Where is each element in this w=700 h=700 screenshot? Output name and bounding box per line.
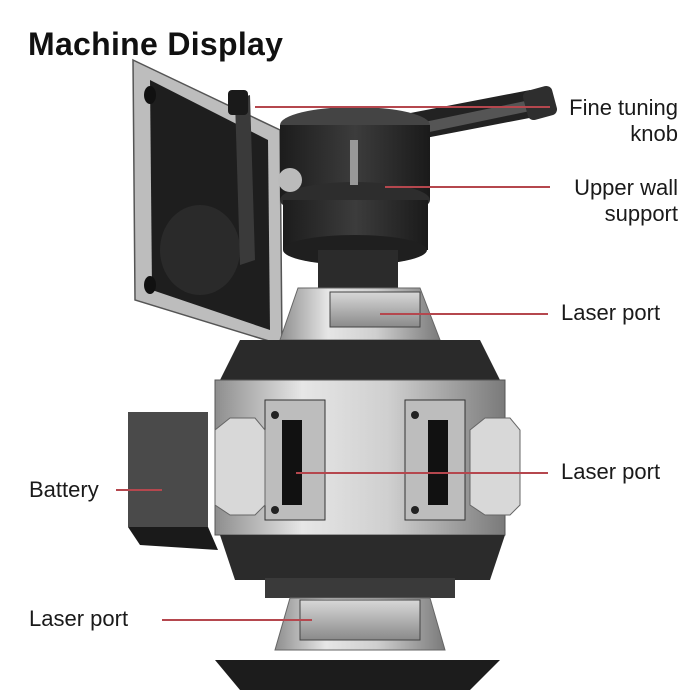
label-laser-port-middle: Laser port: [561, 459, 661, 484]
leader-line-upper-wall-support: [385, 186, 550, 188]
wall-plate: [132, 58, 283, 347]
label-fine-tuning-knob: Fine tuning knob: [569, 95, 678, 146]
battery-pack: [128, 412, 218, 550]
label-laser-port-top: Laser port: [561, 300, 661, 325]
leader-line-laser-port-middle: [296, 472, 548, 474]
neck: [318, 250, 398, 290]
leader-line-fine-tuning-knob: [255, 106, 550, 108]
label-battery: Battery: [29, 477, 99, 502]
lower-body: [215, 535, 505, 690]
page-title: Machine Display: [28, 26, 284, 62]
leader-line-battery: [116, 489, 162, 491]
top-laser-window: [279, 287, 441, 341]
main-body: [214, 340, 521, 536]
bracket-arm: [228, 85, 558, 265]
label-upper-wall-support: Upper wall support: [574, 175, 678, 226]
leader-line-laser-port-bottom: [162, 619, 312, 621]
leader-line-laser-port-top: [380, 313, 548, 315]
label-laser-port-bottom: Laser port: [29, 606, 129, 631]
